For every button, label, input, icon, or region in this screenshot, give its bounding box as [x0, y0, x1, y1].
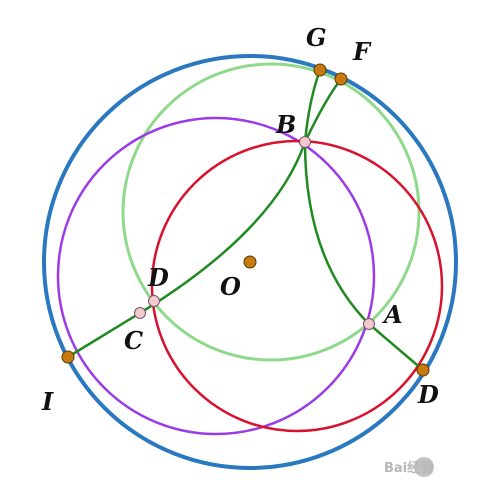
arc-b-to-d	[303, 141, 424, 371]
label-o: O	[220, 272, 241, 301]
red-circle	[150, 139, 444, 433]
label-i: I	[41, 387, 54, 416]
point-b	[299, 136, 311, 148]
arc-b-to-g	[303, 69, 322, 143]
arc-i-to-b	[67, 141, 307, 359]
watermark: Bai经验	[384, 457, 434, 477]
purple-circle	[56, 116, 376, 436]
light-green-circle	[121, 62, 421, 362]
label-g: G	[306, 23, 327, 52]
point-g	[313, 63, 327, 77]
label-d-outer: D	[417, 380, 439, 409]
label-b: B	[275, 110, 296, 139]
label-a: A	[382, 300, 403, 329]
point-o	[243, 255, 257, 269]
point-c	[134, 307, 146, 319]
watermark-text: Bai经验	[384, 460, 434, 476]
outer-circle	[42, 54, 458, 470]
point-a	[363, 318, 375, 330]
point-d-outer	[416, 363, 430, 377]
label-d-inner: D	[147, 263, 169, 292]
watermark-paw-icon	[414, 457, 434, 477]
point-i	[61, 350, 75, 364]
label-c: C	[124, 326, 143, 355]
point-f	[334, 72, 348, 86]
label-f: F	[352, 37, 372, 66]
point-d-inner	[148, 295, 160, 307]
